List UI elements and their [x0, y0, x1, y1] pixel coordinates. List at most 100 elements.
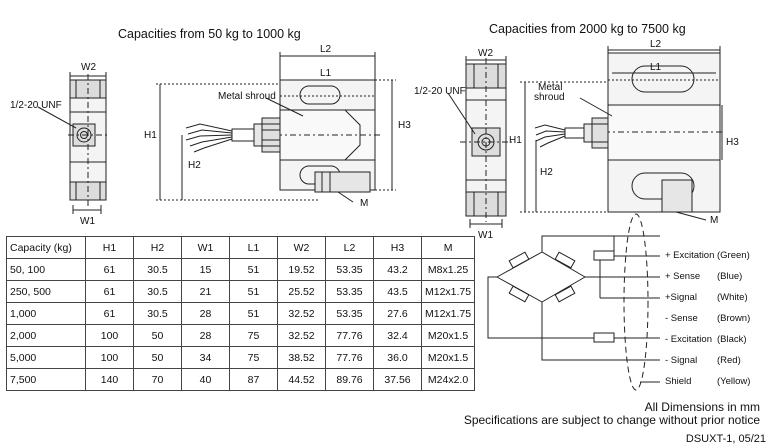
cell: 37.56: [373, 368, 422, 391]
cell: 77.76: [325, 324, 374, 347]
right-h3-label: H3: [726, 137, 739, 148]
cell: 28: [181, 302, 230, 325]
right-front-view: [520, 46, 724, 221]
cell: 38.52: [277, 346, 326, 369]
table-header-row: Capacity (kg) H1 H2 W1 L1 W2 L2 H3 M: [6, 236, 476, 259]
left-h2-label: H2: [188, 160, 201, 171]
table-row: 250, 500 61 30.5 21 51 25.52 53.35 43.5 …: [6, 280, 476, 303]
document-id: DSUXT-1, 05/21: [685, 433, 766, 445]
wire-shield: Shield: [665, 376, 692, 387]
left-m-label: M: [360, 198, 368, 209]
table-row: 2,000 100 50 28 75 32.52 77.76 32.4 M20x…: [6, 324, 476, 347]
table-row: 5,000 100 50 34 75 38.52 77.76 36.0 M20x…: [6, 346, 476, 369]
left-side-view: [37, 72, 110, 214]
cell: M12x1.75: [420, 280, 476, 303]
left-l1-label: L1: [320, 68, 332, 79]
left-front-view: [156, 52, 396, 203]
right-h1-label: H1: [509, 135, 522, 146]
cell: 100: [85, 324, 134, 347]
right-shroud-label-line1: Metal: [538, 82, 562, 93]
wire-signal-minus: - Signal: [665, 355, 698, 366]
cell: 40: [181, 368, 230, 391]
wire-brown-color: (Brown): [717, 313, 751, 324]
cell: 34: [181, 346, 230, 369]
cell: 43.2: [373, 258, 422, 281]
cell: 75: [229, 346, 278, 369]
cell: 32.4: [373, 324, 422, 347]
cell: 61: [85, 302, 134, 325]
cell: 100: [85, 346, 134, 369]
wire-white-color: (White): [717, 292, 748, 303]
left-thread-label: 1/2-20 UNF: [10, 100, 62, 111]
cell: 250, 500: [6, 280, 86, 303]
col-w2: W2: [277, 236, 326, 259]
cell: 61: [85, 280, 134, 303]
cell: 5,000: [6, 346, 86, 369]
cell: 75: [229, 324, 278, 347]
cell: 30.5: [133, 280, 182, 303]
right-h2-label: H2: [540, 167, 553, 178]
cell: M20x1.5: [420, 324, 476, 347]
col-h3: H3: [373, 236, 422, 259]
cell: 32.52: [277, 324, 326, 347]
cell: 15: [181, 258, 230, 281]
wiring-diagram: [487, 213, 660, 391]
cell: 140: [85, 368, 134, 391]
right-w1-label: W1: [478, 230, 493, 241]
wire-excitation-plus: + Excitation: [665, 250, 715, 261]
cell: 19.52: [277, 258, 326, 281]
cell: M20x1.5: [420, 346, 476, 369]
col-w1: W1: [181, 236, 230, 259]
cell: 50: [133, 324, 182, 347]
cell: 50: [133, 346, 182, 369]
right-drawing-title: Capacities from 2000 kg to 7500 kg: [489, 22, 686, 36]
wire-blue-color: (Blue): [717, 271, 743, 282]
dimensions-note: All Dimensions in mm: [644, 400, 760, 414]
cell: 61: [85, 258, 134, 281]
cell: 7,500: [6, 368, 86, 391]
col-l2: L2: [325, 236, 374, 259]
cell: 32.52: [277, 302, 326, 325]
right-thread-label: 1/2-20 UNF: [414, 86, 466, 97]
right-m-label: M: [710, 215, 718, 226]
col-m: M: [420, 236, 476, 259]
left-h1-label: H1: [144, 130, 157, 141]
col-h2: H2: [133, 236, 182, 259]
cell: 21: [181, 280, 230, 303]
wire-red-color: (Red): [717, 355, 741, 366]
right-shroud-label-line2: shroud: [534, 92, 565, 103]
wire-green-color: (Green): [717, 250, 750, 261]
cell: 51: [229, 302, 278, 325]
cell: 51: [229, 280, 278, 303]
table-row: 7,500 140 70 40 87 44.52 89.76 37.56 M24…: [6, 368, 476, 391]
cell: 53.35: [325, 302, 374, 325]
cell: 30.5: [133, 258, 182, 281]
right-l2-label: L2: [650, 39, 662, 50]
wire-signal-plus: +Signal: [665, 292, 697, 303]
right-side-view: [447, 56, 512, 228]
wire-sense-minus: - Sense: [665, 313, 698, 324]
left-drawing-title: Capacities from 50 kg to 1000 kg: [118, 27, 301, 41]
cell: 44.52: [277, 368, 326, 391]
cell: 51: [229, 258, 278, 281]
cell: 53.35: [325, 258, 374, 281]
col-l1: L1: [229, 236, 278, 259]
wire-yellow-color: (Yellow): [717, 376, 751, 387]
spec-change-note: Specifications are subject to change wit…: [463, 413, 760, 427]
cell: 70: [133, 368, 182, 391]
cell: 30.5: [133, 302, 182, 325]
wire-black-color: (Black): [717, 334, 747, 345]
spec-table: Capacity (kg) H1 H2 W1 L1 W2 L2 H3 M 50,…: [6, 236, 476, 391]
cell: 27.6: [373, 302, 422, 325]
col-h1: H1: [85, 236, 134, 259]
cell: M12x1.75: [420, 302, 476, 325]
cell: M8x1.25: [420, 258, 476, 281]
wire-excitation-minus: - Excitation: [665, 334, 712, 345]
cell: 87: [229, 368, 278, 391]
cell: 25.52: [277, 280, 326, 303]
cell: 77.76: [325, 346, 374, 369]
table-row: 50, 100 61 30.5 15 51 19.52 53.35 43.2 M…: [6, 258, 476, 281]
left-shroud-label: Metal shroud: [218, 91, 276, 102]
right-l1-label: L1: [650, 62, 662, 73]
